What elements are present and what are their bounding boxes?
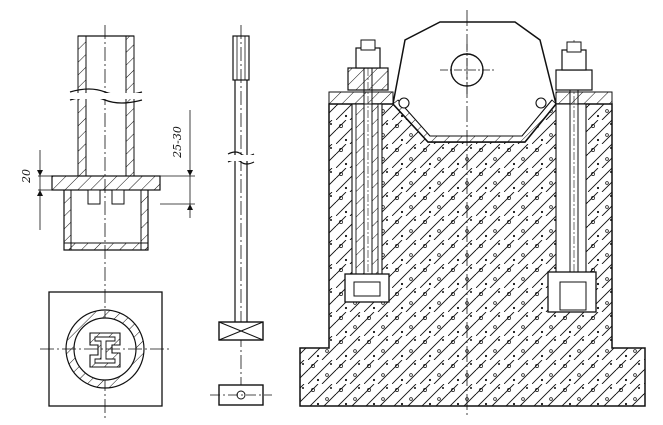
dimension-25-30-label: 25-30 [171, 126, 184, 159]
dimension-20-label: 20 [20, 169, 33, 184]
sleeve-elevation-view [51, 25, 161, 418]
anchor-bolt-view [210, 25, 272, 406]
dimension-25-30: 25-30 [160, 110, 195, 218]
sleeve-plan-view [40, 291, 170, 407]
foundation-section [299, 10, 646, 418]
dimension-20: 20 [20, 150, 52, 230]
